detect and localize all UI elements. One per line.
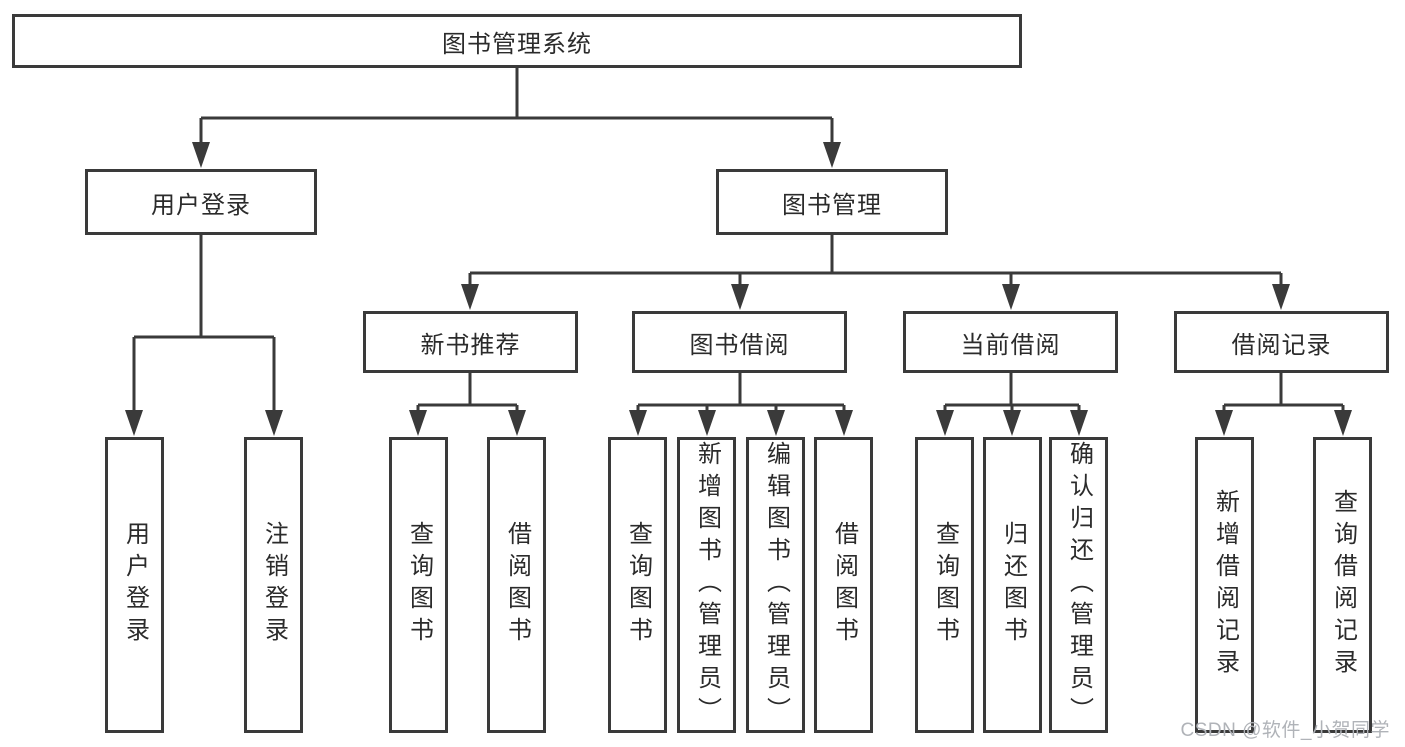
leaf-borrow-books-recommend: 借阅图书 bbox=[487, 437, 546, 733]
node-current-borrow-label: 当前借阅 bbox=[960, 331, 1061, 359]
arrowhead-icon bbox=[936, 410, 954, 436]
leaf-borrow-books-borrow-label: 借阅图书 bbox=[830, 521, 858, 649]
edges-book-management bbox=[461, 235, 1290, 310]
leaf-confirm-return-admin-label: 确认归还（管理员） bbox=[1065, 441, 1093, 729]
edges-book-borrow bbox=[629, 373, 853, 436]
watermark: CSDN @软件_小贺同学 bbox=[1180, 720, 1390, 741]
leaf-query-books-current-label: 查询图书 bbox=[931, 521, 959, 649]
edges-user-login bbox=[125, 235, 283, 436]
leaf-borrow-books-borrow: 借阅图书 bbox=[814, 437, 873, 733]
leaf-query-books-recommend-label: 查询图书 bbox=[405, 521, 433, 649]
node-root-label: 图书管理系统 bbox=[442, 30, 592, 58]
leaf-edit-book-admin-label: 编辑图书（管理员） bbox=[762, 441, 790, 729]
leaf-query-books-borrow-label: 查询图书 bbox=[624, 521, 652, 649]
leaf-query-books-borrow: 查询图书 bbox=[608, 437, 667, 733]
leaf-return-book-label: 归还图书 bbox=[999, 521, 1027, 649]
node-book-management-label: 图书管理 bbox=[782, 191, 882, 219]
node-new-book-recommend: 新书推荐 bbox=[363, 311, 578, 373]
leaf-logout-label: 注销登录 bbox=[260, 521, 288, 649]
leaf-add-book-admin: 新增图书（管理员） bbox=[677, 437, 736, 733]
leaf-return-book: 归还图书 bbox=[983, 437, 1042, 733]
edges-new-book-recommend bbox=[409, 373, 526, 436]
leaf-confirm-return-admin: 确认归还（管理员） bbox=[1049, 437, 1108, 733]
arrowhead-icon bbox=[125, 410, 143, 436]
arrowhead-icon bbox=[767, 410, 785, 436]
leaf-add-borrow-record-label: 新增借阅记录 bbox=[1211, 489, 1239, 681]
arrowhead-icon bbox=[265, 410, 283, 436]
leaf-query-books-current: 查询图书 bbox=[915, 437, 974, 733]
node-book-borrow: 图书借阅 bbox=[632, 311, 847, 373]
arrowhead-icon bbox=[629, 410, 647, 436]
arrowhead-icon bbox=[461, 284, 479, 310]
arrowhead-icon bbox=[698, 410, 716, 436]
leaf-add-borrow-record: 新增借阅记录 bbox=[1195, 437, 1254, 733]
arrowhead-icon bbox=[1070, 410, 1088, 436]
arrowhead-icon bbox=[1002, 284, 1020, 310]
edges-borrow-records bbox=[1215, 373, 1352, 436]
leaf-query-borrow-record-label: 查询借阅记录 bbox=[1329, 489, 1357, 681]
arrowhead-icon bbox=[835, 410, 853, 436]
node-new-book-recommend-label: 新书推荐 bbox=[420, 331, 521, 359]
leaf-user-login-label: 用户登录 bbox=[121, 521, 149, 649]
node-current-borrow: 当前借阅 bbox=[903, 311, 1118, 373]
arrowhead-icon bbox=[823, 142, 841, 168]
node-borrow-records-label: 借阅记录 bbox=[1231, 331, 1332, 359]
edges-current-borrow bbox=[936, 373, 1088, 436]
node-book-management: 图书管理 bbox=[716, 169, 948, 235]
leaf-add-book-admin-label: 新增图书（管理员） bbox=[693, 441, 721, 729]
leaf-query-books-recommend: 查询图书 bbox=[389, 437, 448, 733]
node-book-borrow-label: 图书借阅 bbox=[689, 331, 790, 359]
edges-root bbox=[192, 68, 841, 168]
node-user-login: 用户登录 bbox=[85, 169, 317, 235]
leaf-user-login: 用户登录 bbox=[105, 437, 164, 733]
leaf-borrow-books-recommend-label: 借阅图书 bbox=[503, 521, 531, 649]
node-borrow-records: 借阅记录 bbox=[1174, 311, 1389, 373]
arrowhead-icon bbox=[1334, 410, 1352, 436]
arrowhead-icon bbox=[409, 410, 427, 436]
arrowhead-icon bbox=[731, 284, 749, 310]
leaf-edit-book-admin: 编辑图书（管理员） bbox=[746, 437, 805, 733]
arrowhead-icon bbox=[1272, 284, 1290, 310]
arrowhead-icon bbox=[508, 410, 526, 436]
arrowhead-icon bbox=[1003, 410, 1021, 436]
arrowhead-icon bbox=[192, 142, 210, 168]
arrowhead-icon bbox=[1215, 410, 1233, 436]
leaf-query-borrow-record: 查询借阅记录 bbox=[1313, 437, 1372, 733]
leaf-logout: 注销登录 bbox=[244, 437, 303, 733]
node-root: 图书管理系统 bbox=[12, 14, 1022, 68]
node-user-login-label: 用户登录 bbox=[151, 191, 251, 219]
